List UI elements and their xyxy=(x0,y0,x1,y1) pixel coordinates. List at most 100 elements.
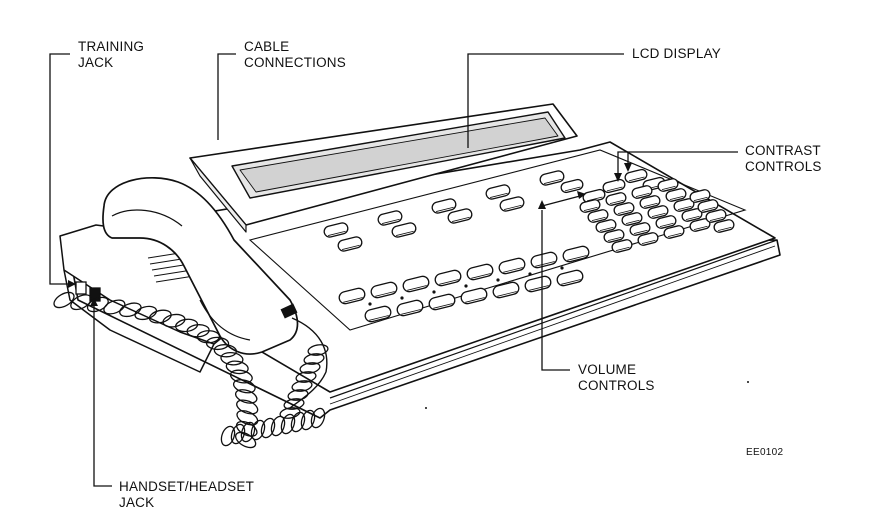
dialpad-key xyxy=(631,185,653,199)
cord-coil xyxy=(283,398,305,410)
line-button xyxy=(364,305,392,323)
cord-coil xyxy=(235,420,258,437)
cord-coil xyxy=(134,305,158,321)
cord-coil xyxy=(236,410,259,426)
figure-reference: EE0102 xyxy=(746,447,784,458)
cord-coil xyxy=(220,351,244,366)
dialpad-key xyxy=(705,209,727,223)
cord-coil xyxy=(70,294,92,311)
handset-headset-jack-label-line1: HANDSET/HEADSET xyxy=(119,479,255,494)
cord-coil xyxy=(299,362,321,374)
cord-coil xyxy=(232,379,256,394)
line-button xyxy=(466,263,494,281)
function-button xyxy=(431,198,457,214)
cord-coil xyxy=(119,302,142,318)
cord-coil xyxy=(148,309,172,324)
contrast-controls-label-line2: CONTROLS xyxy=(745,159,822,174)
line-button xyxy=(370,281,398,299)
line-button xyxy=(338,287,366,305)
dialpad-key xyxy=(579,199,601,213)
cord-coil xyxy=(287,389,309,401)
handset-coiled-cord xyxy=(289,317,328,409)
handset-headset-jack-label-line2: JACK xyxy=(119,495,155,510)
led-dot xyxy=(432,290,436,294)
function-button xyxy=(337,236,363,252)
function-button xyxy=(539,170,565,186)
dialpad-key xyxy=(655,215,677,229)
line-button xyxy=(530,251,558,269)
cord-coil xyxy=(213,344,237,358)
dialpad-key xyxy=(697,199,719,213)
dialpad-key xyxy=(611,239,633,253)
line-button xyxy=(460,287,488,305)
line-button xyxy=(434,269,462,287)
cord-coil xyxy=(303,353,325,365)
function-buttons xyxy=(323,168,666,323)
dialpad-key xyxy=(657,178,679,192)
scan-speck xyxy=(747,381,749,383)
dialpad-key xyxy=(613,202,635,216)
dialpad-key xyxy=(713,219,735,233)
cord-coil xyxy=(229,369,253,384)
cord-coil xyxy=(300,409,316,431)
dialpad-key xyxy=(637,232,659,246)
dialpad-buttons xyxy=(579,178,735,253)
function-button xyxy=(323,222,349,238)
cable-connections-label: CABLE CONNECTIONS xyxy=(244,39,346,71)
cord-coil xyxy=(250,419,266,441)
handset-cord-jack xyxy=(280,303,298,319)
led-dot xyxy=(560,266,564,270)
cord-coil xyxy=(234,431,257,449)
function-button xyxy=(499,196,525,212)
function-button xyxy=(447,208,473,224)
contrast-controls-label: CONTRAST CONTROLS xyxy=(745,143,822,175)
lcd-housing xyxy=(189,103,578,233)
training-jack-label-line1: TRAINING xyxy=(78,39,145,54)
cord-coil xyxy=(240,421,256,443)
cord-coil xyxy=(205,336,230,351)
volume-controls-label-line1: VOLUME xyxy=(578,362,637,377)
dialpad-key xyxy=(629,222,651,236)
cord-coil xyxy=(310,407,326,429)
control-button xyxy=(624,168,648,184)
cable-connections-label-line1: CABLE xyxy=(244,39,290,54)
cord-coil xyxy=(225,360,249,375)
cord-coil xyxy=(103,299,126,315)
cord-coil xyxy=(196,330,221,344)
led-dot xyxy=(368,302,372,306)
dialpad-key xyxy=(621,212,643,226)
cord-coil xyxy=(290,411,306,433)
line-button xyxy=(402,275,430,293)
led-dot xyxy=(464,284,468,288)
coiled-cord-loops xyxy=(53,291,329,449)
led-dot xyxy=(400,296,404,300)
training-jack-label: TRAINING JACK xyxy=(78,39,144,71)
cord-coil xyxy=(86,296,109,313)
cord-coil xyxy=(279,407,301,419)
volume-controls-label-line2: CONTROLS xyxy=(578,378,655,393)
dialpad-key xyxy=(673,198,695,212)
lcd-display-label-line1: LCD DISPLAY xyxy=(632,46,721,61)
arrowheads xyxy=(68,163,632,306)
cord-coil xyxy=(280,413,296,435)
control-button xyxy=(602,178,626,194)
dialpad-key xyxy=(689,189,711,203)
cable-connections-label-line2: CONNECTIONS xyxy=(244,55,346,70)
cord-coil xyxy=(260,417,276,439)
dialpad-key xyxy=(663,225,685,239)
dialpad-key xyxy=(639,195,661,209)
function-button xyxy=(485,184,511,200)
training-jack-label-line2: JACK xyxy=(78,55,114,70)
cord-coil xyxy=(236,399,259,415)
cord-coil xyxy=(186,324,210,338)
scan-speck xyxy=(425,407,427,409)
dialpad-key xyxy=(603,229,625,243)
cord-coil xyxy=(53,291,75,309)
led-dot xyxy=(528,272,532,276)
leader-lines xyxy=(49,53,738,487)
line-button xyxy=(428,293,456,311)
line-button xyxy=(562,245,590,263)
cord-coil xyxy=(162,313,186,328)
cord-coil xyxy=(230,423,246,445)
